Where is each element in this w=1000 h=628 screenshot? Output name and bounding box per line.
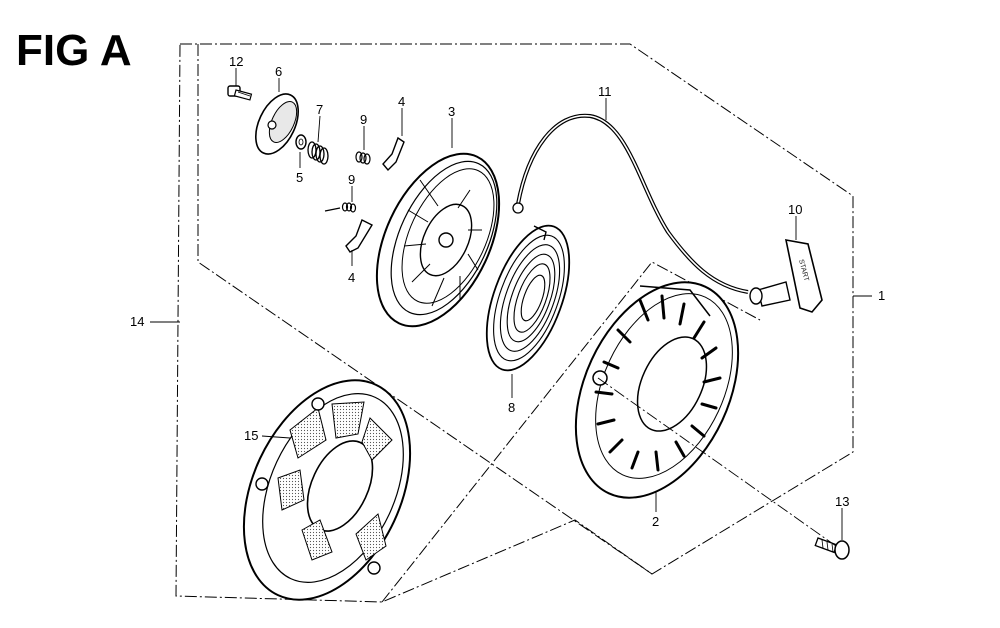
- callout-8: 8: [508, 400, 515, 415]
- part-13-flange-bolt: [814, 537, 850, 560]
- part-12-bolt: [227, 85, 253, 101]
- callout-15: 15: [244, 428, 258, 443]
- callout-labels: 12 6 7 5 9 4 3 9 4 11 10 1 14 8 15 2 13: [130, 54, 885, 529]
- callout-14: 14: [130, 314, 144, 329]
- part-4-ratchet-upper: [382, 136, 405, 172]
- part-6-ratchet-guide: [255, 93, 299, 155]
- callout-3: 3: [448, 104, 455, 119]
- part-8-recoil-spring: [485, 224, 571, 372]
- callout-12: 12: [229, 54, 243, 69]
- assembly-boundary-inner: [381, 261, 761, 603]
- figure-title: FIG A: [16, 26, 132, 75]
- leader-lines: [150, 68, 872, 547]
- callout-9-upper: 9: [360, 112, 367, 127]
- part-10-start-handle: START: [749, 239, 823, 313]
- callout-7: 7: [316, 102, 323, 117]
- part-15-starter-pulley: [242, 379, 412, 601]
- part-9-spring-upper: [355, 151, 371, 165]
- callout-5: 5: [296, 170, 303, 185]
- part-7-spring: [307, 141, 329, 165]
- callout-9-lower: 9: [348, 172, 355, 187]
- callout-6: 6: [275, 64, 282, 79]
- part-5-washer: [295, 134, 307, 150]
- callout-4-lower: 4: [348, 270, 355, 285]
- part-11-starter-rope: [512, 113, 749, 294]
- part-3-reel: [375, 152, 501, 328]
- callout-4-upper: 4: [398, 94, 405, 109]
- part-4-ratchet-lower: [345, 219, 373, 253]
- callout-13: 13: [835, 494, 849, 509]
- part-2-starter-case: [574, 281, 740, 499]
- callout-1: 1: [878, 288, 885, 303]
- callout-2: 2: [652, 514, 659, 529]
- assembly-boundary-1: [197, 44, 653, 575]
- callout-10: 10: [788, 202, 802, 217]
- part-9-spring-lower: [324, 202, 357, 213]
- callout-11: 11: [598, 84, 612, 99]
